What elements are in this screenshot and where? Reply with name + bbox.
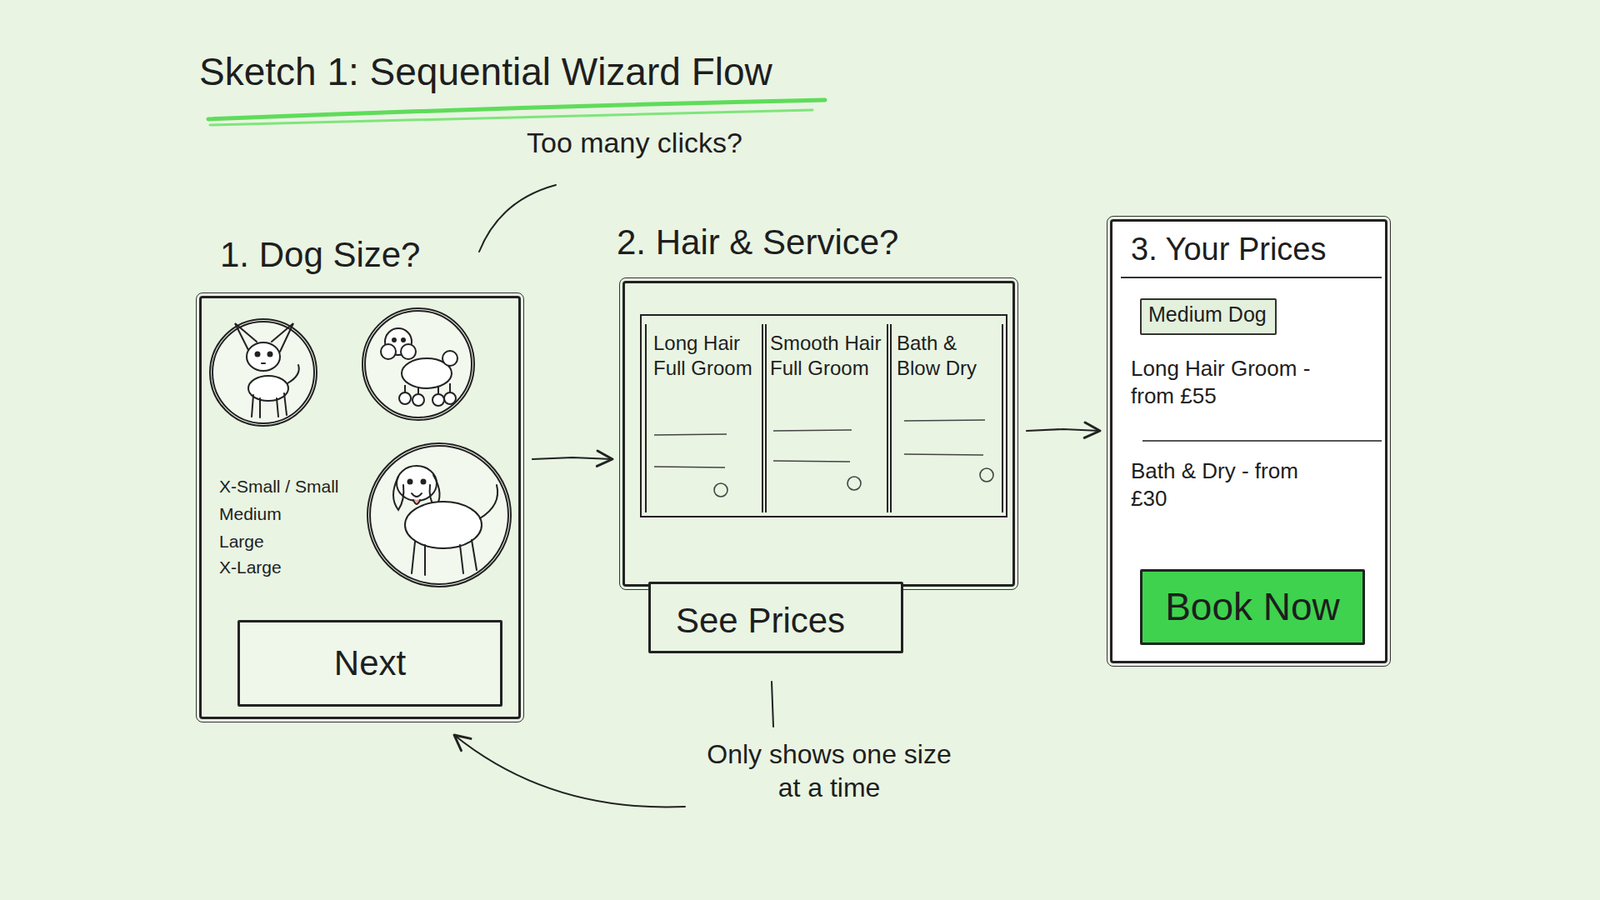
sketch-stroke bbox=[255, 352, 260, 357]
sketch-stroke bbox=[904, 420, 985, 455]
leader-line bbox=[479, 185, 556, 252]
book-now-button: Book Now bbox=[1140, 569, 1365, 645]
sketch-stroke bbox=[444, 392, 456, 405]
size-option: X-Small / Small bbox=[219, 475, 340, 498]
sketch-stroke bbox=[399, 392, 411, 405]
service-card: Bath & Blow Dry bbox=[886, 324, 1004, 513]
sketch-stroke bbox=[287, 365, 300, 384]
sketch-stroke bbox=[411, 493, 422, 497]
service-name: Long Hair Full Groom bbox=[653, 330, 757, 381]
flow-arrow bbox=[532, 457, 613, 460]
phone-screen: 1. Dog Size?X-Small / SmallMediumLargeX-… bbox=[199, 295, 521, 720]
service-name: Smooth Hair Full Groom bbox=[770, 330, 882, 381]
see-prices-button: See Prices bbox=[648, 581, 904, 654]
sketch-stroke bbox=[847, 476, 861, 490]
sketch-stroke bbox=[421, 480, 426, 485]
button-label: See Prices bbox=[675, 599, 845, 644]
sketch-stroke bbox=[370, 445, 509, 585]
sketch-stroke bbox=[411, 540, 477, 575]
sketch-stroke bbox=[405, 501, 482, 549]
frame-line bbox=[1142, 440, 1382, 442]
sketch-stroke bbox=[413, 500, 420, 505]
tag-label: Medium Dog bbox=[1148, 301, 1269, 328]
note-label: Too many clicks? bbox=[526, 125, 743, 161]
service-name: Bath & Blow Dry bbox=[896, 330, 990, 381]
sketch-stroke bbox=[654, 434, 727, 468]
sketch-stroke bbox=[393, 476, 404, 510]
sketch-stroke bbox=[380, 344, 396, 360]
retriever-figure bbox=[367, 443, 511, 587]
size-option: Large bbox=[219, 530, 265, 553]
chihuahua-figure bbox=[210, 319, 317, 426]
size-tag: Medium Dog bbox=[1140, 298, 1277, 335]
sketch-stroke bbox=[212, 321, 315, 424]
sketch-stroke bbox=[408, 480, 413, 485]
sketch-stroke bbox=[261, 362, 265, 365]
phone-screen: 3. Your PricesLong Hair Groom - from £55… bbox=[1110, 219, 1388, 664]
sketch-stroke bbox=[480, 485, 498, 519]
sketch-stroke bbox=[365, 310, 472, 418]
sketch-stroke bbox=[392, 338, 396, 342]
button-label: Next bbox=[334, 641, 406, 686]
sketch-title: Sketch 1: Sequential Wizard Flow bbox=[199, 48, 773, 97]
sketch-stroke bbox=[432, 394, 445, 406]
size-option: Medium bbox=[219, 503, 282, 525]
next-button: Next bbox=[237, 620, 503, 707]
sketch-stroke bbox=[251, 393, 287, 418]
sketch-stroke bbox=[412, 394, 425, 406]
sketch-stroke bbox=[714, 483, 728, 497]
sketch-stroke bbox=[442, 350, 458, 366]
sketch-stroke bbox=[367, 443, 511, 587]
step-heading: 3. Your Prices bbox=[1130, 230, 1326, 270]
price-line: Long Hair Groom - from £55 bbox=[1130, 355, 1340, 410]
sketch-stroke bbox=[362, 308, 475, 420]
callout-arrow bbox=[454, 735, 685, 807]
note-label: Only shows one size at a time bbox=[704, 737, 955, 805]
flow-arrow bbox=[1026, 429, 1100, 431]
service-card: Long Hair Full Groom bbox=[645, 324, 767, 513]
card-lines bbox=[654, 420, 994, 497]
frame-line bbox=[1120, 276, 1382, 279]
poodle-figure bbox=[362, 308, 475, 420]
sketch-stroke bbox=[980, 468, 994, 482]
sketch-stroke bbox=[401, 338, 405, 342]
size-option: X-Large bbox=[219, 556, 282, 579]
sketch-stroke bbox=[405, 383, 450, 395]
title-underline bbox=[210, 110, 813, 125]
sketch-stroke bbox=[268, 352, 273, 357]
sketch-stroke bbox=[248, 375, 289, 401]
sketch-stroke bbox=[400, 344, 416, 360]
phone-screen: 2. Hair & Service?Long Hair Full GroomSm… bbox=[622, 280, 1015, 587]
step-heading: 1. Dog Size? bbox=[220, 233, 420, 278]
service-card: Smooth Hair Full Groom bbox=[761, 324, 892, 513]
button-label: Book Now bbox=[1165, 583, 1340, 632]
sketch-stroke bbox=[773, 430, 852, 462]
sketch-stroke bbox=[210, 319, 317, 426]
leader-line bbox=[771, 681, 774, 727]
price-line: Bath & Dry - from £30 bbox=[1130, 457, 1340, 512]
step-heading: 2. Hair & Service? bbox=[616, 220, 899, 265]
sketch-stroke bbox=[246, 342, 280, 371]
